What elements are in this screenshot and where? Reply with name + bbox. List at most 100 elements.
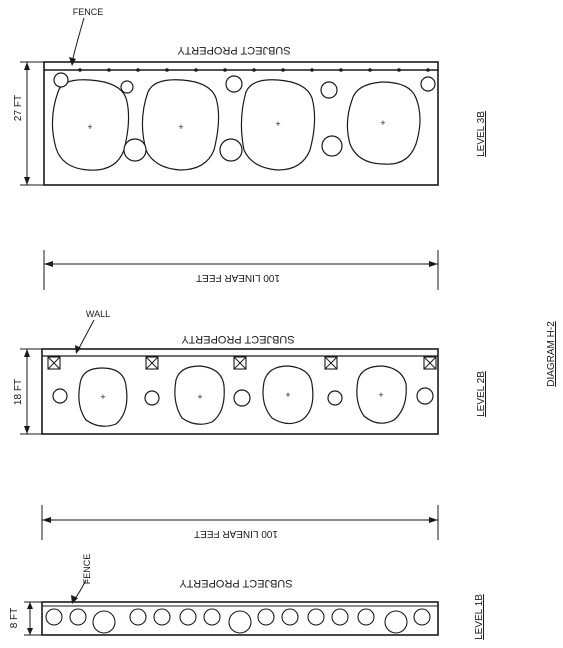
tree-trunk-mark: + <box>285 390 290 400</box>
level-2b-length-label: 100 LINEAR FEET <box>194 528 278 539</box>
level-3b-depth-label: 27 FT <box>13 95 24 121</box>
level-3b-section: SUBJECT PROPERTY FENCE 27 FT + + + + <box>13 7 487 290</box>
depth-arrowhead-bottom <box>24 177 30 185</box>
level-3b-label: LEVEL 3B <box>476 111 487 157</box>
length-arrowhead-right <box>429 261 438 267</box>
tree-trunk-mark: + <box>178 122 183 132</box>
level-1b-section: SUBJECT PROPERTY FENCE 8 FT LEVEL 1B <box>9 554 485 640</box>
wall-pier <box>423 356 437 370</box>
hedge-shrub <box>179 608 197 626</box>
hedge-shrub <box>129 608 147 626</box>
length-arrowhead-left <box>42 517 51 523</box>
fence-post <box>310 68 314 72</box>
fence-post <box>107 68 111 72</box>
fence-post <box>368 68 372 72</box>
fence-post <box>136 68 140 72</box>
hedge-shrub <box>307 608 325 626</box>
shrub <box>233 389 251 407</box>
small-shrub <box>53 72 69 88</box>
tree-trunk-mark: + <box>197 392 202 402</box>
fence-post <box>165 68 169 72</box>
wall-pier <box>145 356 159 370</box>
medium-tree-canopies <box>78 365 407 427</box>
level-1b-label: LEVEL 1B <box>474 594 485 640</box>
shrub <box>144 390 160 406</box>
small-shrub <box>225 75 243 93</box>
level-3b-property-label: SUBJECT PROPERTY <box>177 44 291 56</box>
tree-trunk-mark: + <box>87 122 92 132</box>
tree-trunk-mark: + <box>380 118 385 128</box>
level-1b-fence-label: FENCE <box>82 554 92 585</box>
shrub <box>219 138 243 162</box>
fence-post <box>78 68 82 72</box>
level-3b-strip <box>43 61 439 186</box>
shrub <box>52 388 68 404</box>
fence-post <box>194 68 198 72</box>
small-shrub <box>120 80 134 94</box>
fence-post <box>223 68 227 72</box>
fence-post <box>252 68 256 72</box>
small-shrub <box>320 81 338 99</box>
fence-post <box>339 68 343 72</box>
tree-trunk-mark: + <box>378 390 383 400</box>
medium-tree-canopy <box>356 365 407 424</box>
depth-arrowhead-top <box>24 349 30 357</box>
depth-arrowhead-top <box>27 602 33 609</box>
hedge-shrub <box>384 610 408 634</box>
hedge-shrub <box>331 608 349 626</box>
shrub <box>123 138 147 162</box>
wall-leader-line <box>77 319 95 351</box>
wall-pier <box>324 356 338 370</box>
medium-tree-canopy <box>174 365 225 425</box>
fence-post <box>281 68 285 72</box>
shrub <box>321 135 343 157</box>
level-2b-strip <box>41 348 439 435</box>
shrubs <box>52 387 434 407</box>
wall-pier <box>47 356 61 370</box>
fence-posts <box>78 68 430 72</box>
hedge-shrub-row <box>45 608 431 634</box>
wall-pier <box>233 356 247 370</box>
depth-arrowhead-bottom <box>27 628 33 635</box>
level-2b-wall-label: WALL <box>86 309 110 319</box>
small-shrub <box>420 76 436 92</box>
large-tree-canopy <box>346 81 421 165</box>
hedge-shrub <box>203 608 221 626</box>
hedge-shrub <box>153 608 171 626</box>
hedge-shrub <box>257 608 275 626</box>
hedge-shrub <box>69 608 87 626</box>
tree-trunk-marks: + + + + <box>87 118 385 132</box>
wall-piers <box>47 356 437 370</box>
length-arrowhead-left <box>44 261 53 267</box>
shrub <box>327 390 343 406</box>
level-1b-property-label: SUBJECT PROPERTY <box>179 577 293 589</box>
hedge-shrub <box>357 608 375 626</box>
depth-arrowhead-bottom <box>24 426 30 434</box>
level-1b-depth-label: 8 FT <box>9 608 20 629</box>
medium-tree-canopy <box>78 367 128 427</box>
fence-post <box>426 68 430 72</box>
hedge-shrub <box>92 610 116 634</box>
hedge-shrub <box>413 608 431 626</box>
level-1b-strip <box>41 601 439 636</box>
fence-leader-line <box>71 17 85 63</box>
level-2b-property-label: SUBJECT PROPERTY <box>181 333 295 345</box>
tree-trunk-mark: + <box>275 119 280 129</box>
hedge-shrub <box>228 610 252 634</box>
large-tree-canopy <box>240 79 316 171</box>
tree-trunk-mark: + <box>100 392 105 402</box>
medium-tree-canopy <box>262 365 314 425</box>
shrubs <box>53 72 436 162</box>
hedge-shrub <box>281 608 299 626</box>
level-2b-section: SUBJECT PROPERTY WALL 18 FT + + + + <box>13 309 487 540</box>
depth-arrowhead-top <box>24 62 30 70</box>
diagram-title: DIAGRAM H-2 <box>546 321 557 387</box>
level-2b-depth-label: 18 FT <box>13 379 24 405</box>
tree-trunk-marks: + + + + <box>100 390 383 402</box>
fence-post <box>397 68 401 72</box>
level-3b-length-label: 100 LINEAR FEET <box>196 272 280 283</box>
level-3b-fence-label: FENCE <box>73 7 104 17</box>
level-2b-label: LEVEL 2B <box>476 371 487 417</box>
fence-leader-line <box>73 579 87 601</box>
